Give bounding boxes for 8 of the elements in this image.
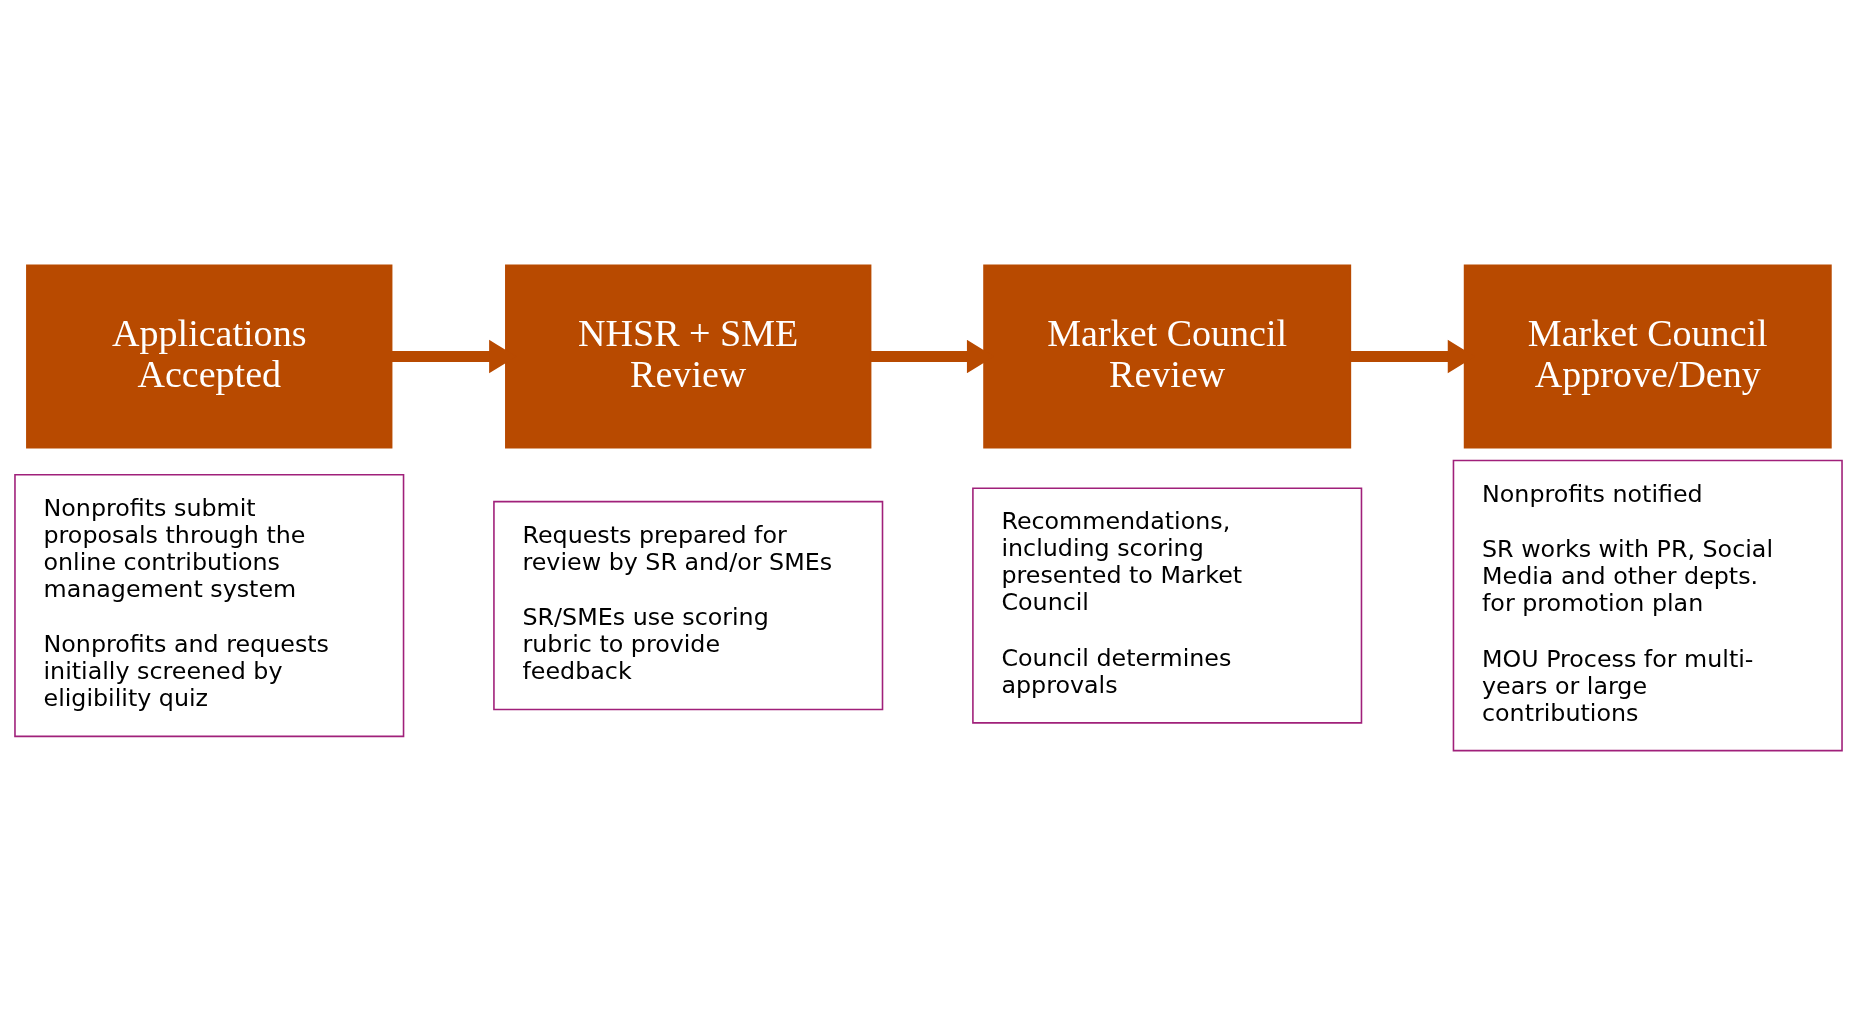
node-box: Recommendations, including scoring presented to Market Council Council determines approvals	[972, 486, 1363, 724]
node-box: Applications Accepted	[26, 264, 393, 449]
node-box: Nonprofits notified SR works with PR, Social Media and other depts. for promotion plan MOU Process for multi-years or large contributions	[1452, 459, 1843, 751]
node-box: NHSR + SME Review	[505, 264, 872, 449]
node-box: Requests prepared for review by SR and/or SMEs SR/SMEs use scoring rubric to provide feedback	[493, 500, 884, 710]
node-box: Nonprofits submit proposals through the online contributions management system Nonprofits and requests initially screened by eligibility quiz	[14, 473, 405, 737]
node-box: Market Council Approve/Deny	[1463, 264, 1832, 449]
node-box: Market Council Review	[983, 264, 1352, 449]
